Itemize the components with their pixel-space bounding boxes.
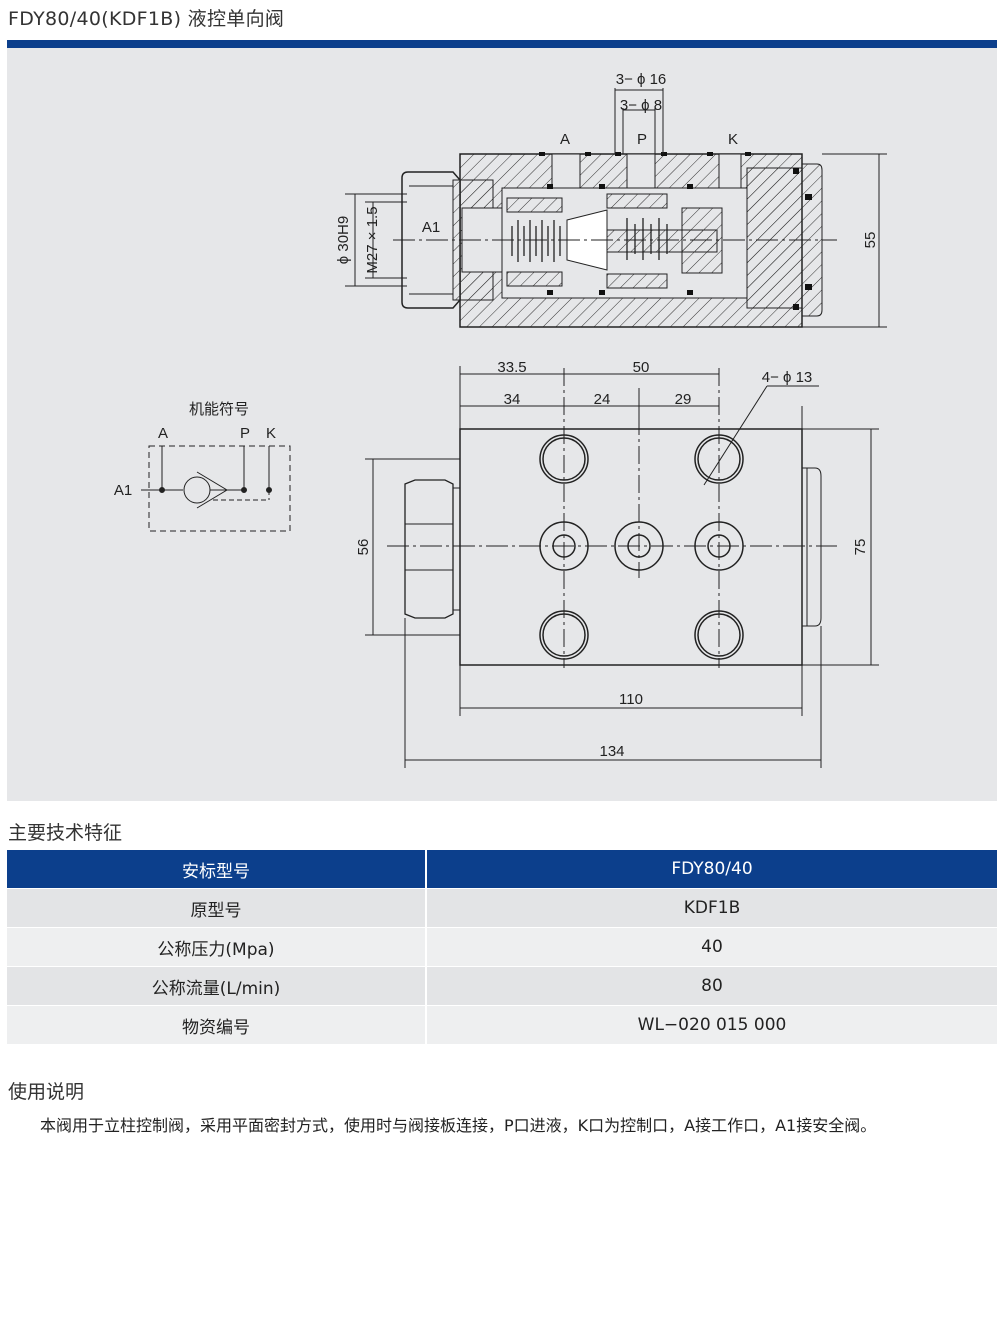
dim-110-label: 110	[619, 691, 643, 708]
hole-3x16-label: 3− ϕ 16	[616, 71, 667, 88]
table-row: 物资编号 WL−020 015 000	[7, 1005, 997, 1044]
spec-value: KDF1B	[426, 888, 997, 928]
specs-header-row: 安标型号 FDY80/40	[7, 850, 997, 889]
specs-header-name: 安标型号	[7, 850, 427, 889]
page-title: FDY80/40(KDF1B) 液控单向阀	[8, 8, 285, 30]
dim-50-label: 50	[633, 359, 650, 376]
table-row: 公称压力(Mpa) 40	[7, 927, 997, 967]
title-accent-bar	[7, 40, 997, 48]
dim-33-5-label: 33.5	[497, 359, 526, 376]
spec-name: 原型号	[7, 888, 427, 928]
dim-34-label: 34	[504, 391, 521, 408]
usage-text: 本阀用于立柱控制阀，采用平面密封方式，使用时与阀接板连接，P口进液，K口为控制口…	[40, 1116, 877, 1135]
specs-heading: 主要技术特征	[8, 822, 123, 844]
holes-4x13-label: 4− ϕ 13	[762, 369, 813, 386]
usage-heading: 使用说明	[8, 1081, 85, 1103]
spec-value: WL−020 015 000	[426, 1005, 997, 1044]
symbol-caption: 机能符号	[189, 401, 249, 418]
spec-name: 物资编号	[7, 1005, 427, 1044]
technical-drawing-panel: A P K A1 3− ϕ 16 3− ϕ 8 ϕ 30H9 M27 × 1.5…	[7, 48, 997, 801]
table-row: 公称流量(L/min) 80	[7, 966, 997, 1006]
function-symbol: 机能符号 A P K A1	[114, 401, 291, 532]
spec-value: 80	[426, 966, 997, 1006]
section-view: A P K A1 3− ϕ 16 3− ϕ 8 ϕ 30H9 M27 × 1.5…	[335, 71, 887, 328]
specs-table: 安标型号 FDY80/40 原型号 KDF1B 公称压力(Mpa) 40 公称流…	[7, 850, 997, 1044]
symbol-port-k-label: K	[266, 425, 276, 442]
section-port-p-label: P	[637, 131, 647, 148]
dim-29-label: 29	[675, 391, 692, 408]
symbol-port-p-label: P	[240, 425, 250, 442]
dim-134-label: 134	[599, 743, 624, 760]
bore-diameter-label: ϕ 30H9	[335, 216, 352, 264]
technical-drawing: A P K A1 3− ϕ 16 3− ϕ 8 ϕ 30H9 M27 × 1.5…	[114, 71, 887, 768]
section-port-a1-label: A1	[422, 219, 440, 236]
dim-56-label: 56	[355, 539, 372, 556]
specs-header-value: FDY80/40	[426, 850, 997, 889]
spec-value: 40	[426, 927, 997, 967]
symbol-port-a-label: A	[158, 425, 168, 442]
height-55-label: 55	[862, 232, 879, 249]
hole-3x8-label: 3− ϕ 8	[620, 97, 662, 114]
dim-75-label: 75	[852, 539, 869, 556]
table-row: 原型号 KDF1B	[7, 888, 997, 928]
section-port-a-label: A	[560, 131, 570, 148]
plan-view: 33.5 50 34 24 29 4− ϕ 13 56 75 110 134	[355, 359, 879, 768]
section-port-k-label: K	[728, 131, 738, 148]
thread-spec-label: M27 × 1.5	[364, 206, 381, 273]
spec-name: 公称流量(L/min)	[7, 966, 427, 1006]
spec-name: 公称压力(Mpa)	[7, 927, 427, 967]
dim-24-label: 24	[594, 391, 611, 408]
symbol-port-a1-label: A1	[114, 482, 132, 499]
